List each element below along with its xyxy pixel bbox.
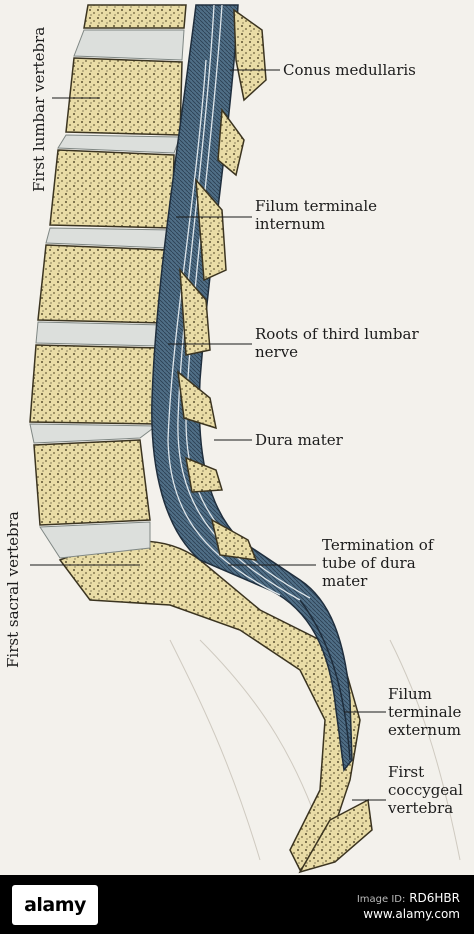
watermark-footer: alamy Image ID: RD6HBR www.alamy.com [0,875,474,934]
label-first-coccygeal-line1: First [388,763,425,781]
vertebral-body [29,344,161,425]
label-termination-line1: Termination of [322,536,434,554]
disc [57,134,181,154]
disc [35,321,165,347]
image-id-label: Image ID: [356,894,406,905]
spinous-process [195,177,227,282]
label-first-sacral-vertebra: First sacral vertebra [4,511,22,668]
label-filum-terminale-internum-line1: Filum terminale [255,197,378,215]
image-id-block: Image ID: RD6HBR www.alamy.com [357,891,460,921]
label-first-lumbar-vertebra: First lumbar vertebra [30,26,48,192]
label-termination-line3: mater [322,572,368,590]
label-conus-medullaris: Conus medullaris [283,61,416,79]
vertebral-body [83,4,187,29]
intervertebral-discs [29,29,185,559]
disc [45,227,173,249]
label-dura-mater: Dura mater [255,431,343,449]
disc [29,423,158,444]
label-first-coccygeal-line2: coccygeal [388,781,463,799]
alamy-logo: alamy [12,885,98,925]
vertebral-body [33,439,151,526]
site-url: www.alamy.com [363,907,460,921]
label-roots-third-lumbar-line2: nerve [255,343,299,361]
vertebral-body [37,244,169,324]
vertebral-bodies [29,4,373,874]
vertebral-body [65,57,183,136]
label-termination-line2: tube of dura [322,554,416,572]
spinous-process [185,456,223,493]
spinous-process [233,8,267,102]
filum-terminale-externum [299,599,351,761]
sacrum [58,540,361,872]
spinous-process [210,518,258,561]
label-filum-externum-line1: Filum [388,685,432,703]
disc [39,521,151,559]
spinous-process [177,370,217,430]
spinal-canal-illustration [29,4,461,874]
leader-lines [30,69,386,801]
label-filum-externum-line3: externum [388,721,461,739]
disc [73,29,185,61]
spinous-process [179,267,211,356]
vertebral-body [49,149,175,229]
image-id-value: RD6HBR [409,891,460,905]
coccyx [298,798,373,874]
label-roots-third-lumbar-line1: Roots of third lumbar [255,325,419,343]
spinous-processes [177,8,267,561]
label-first-coccygeal-line3: vertebra [388,799,454,817]
label-filum-externum-line2: terminale [388,703,462,721]
spinous-process [217,107,245,177]
label-filum-terminale-internum-line2: internum [255,215,326,233]
